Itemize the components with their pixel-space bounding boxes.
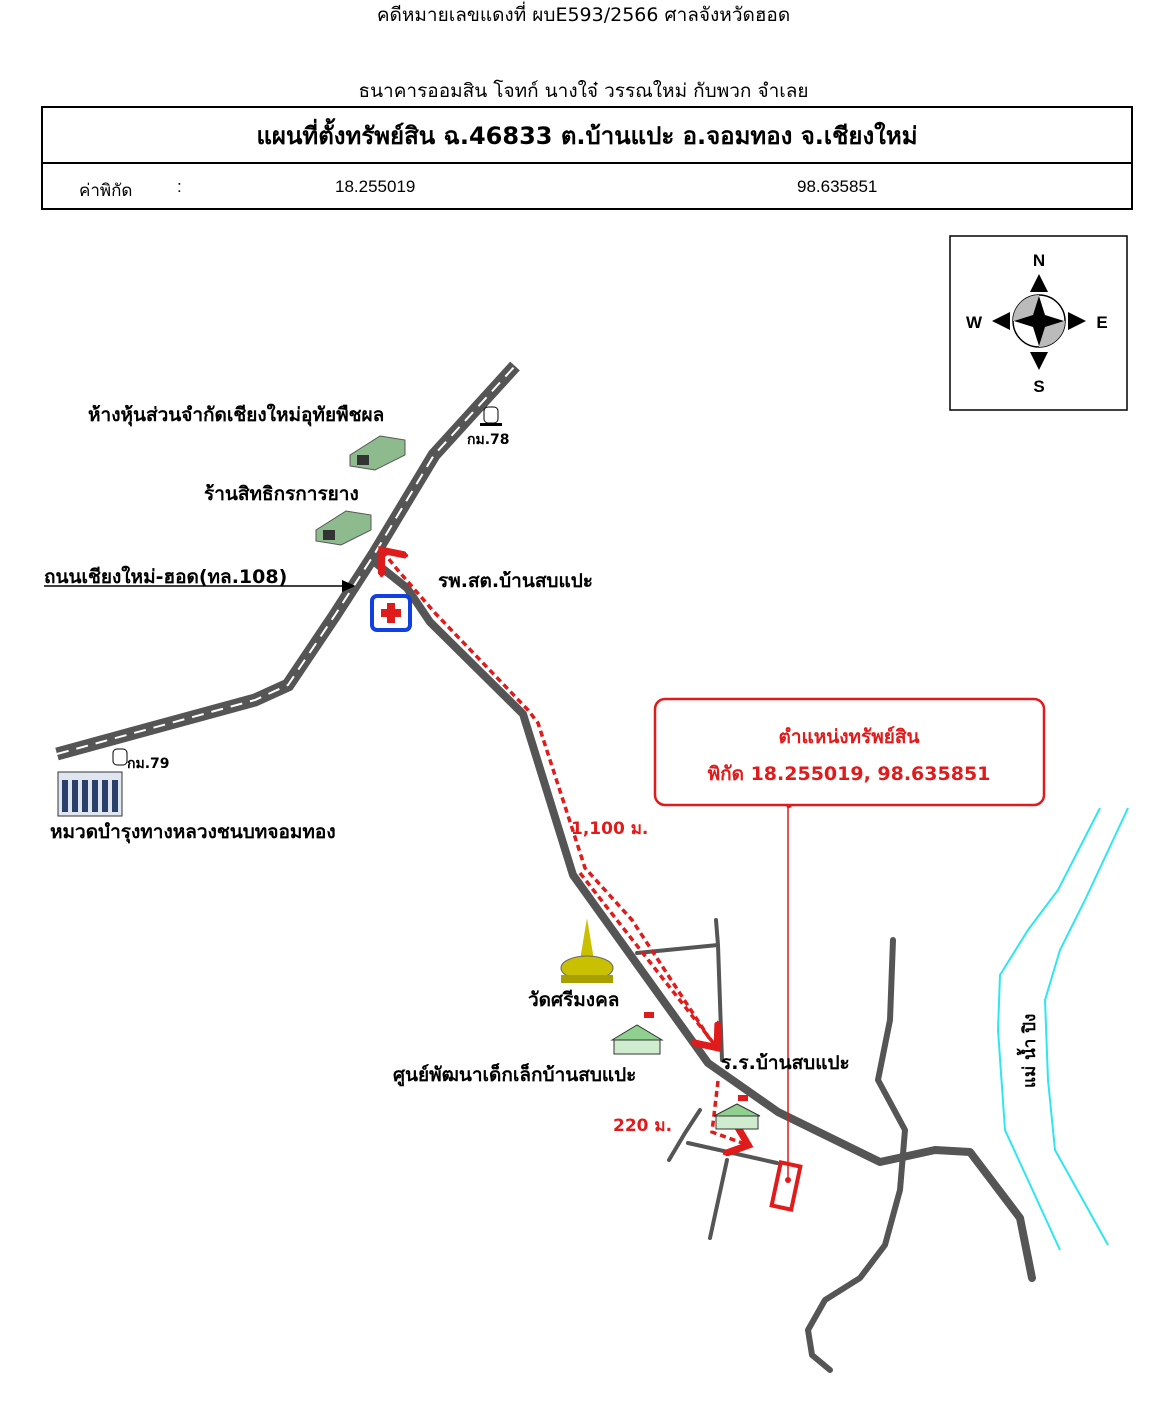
label-child-center: ศูนย์พัฒนาเด็กเล็กบ้านสบแปะ — [393, 1062, 636, 1087]
label-km79: กม.79 — [127, 756, 170, 772]
river — [996, 807, 1129, 1251]
local-roads — [373, 560, 1036, 1373]
distance-1100: 1,100 ม. — [571, 819, 648, 839]
route-path — [384, 553, 745, 1144]
km-marker-icon — [112, 748, 128, 766]
callout-coords: พิกัด 18.255019, 98.635851 — [708, 763, 991, 785]
longitude-value: 98.635851 — [797, 177, 878, 196]
government-building-icon — [57, 771, 123, 817]
school-building-icon — [713, 1095, 761, 1130]
label-health-center: รพ.สต.บ้านสบแปะ — [438, 570, 593, 592]
party-line: ธนาคารออมสิน โจทก์ นางใจ๋ วรรณใหม่ กับพว… — [358, 80, 809, 102]
label-partnership: ห้างหุ้นส่วนจำกัดเชียงใหม่อุทัยพืชผล — [88, 403, 384, 427]
label-rubber-shop: ร้านสิทธิกรการยาง — [204, 483, 359, 505]
highway-108 — [55, 361, 520, 761]
coord-label: ค่าพิกัด — [79, 181, 133, 200]
label-temple: วัดศรีมงคล — [528, 989, 619, 1011]
coordinate-row: ค่าพิกัด : 18.255019 98.635851 — [43, 164, 1131, 210]
label-road-name: ถนนเชียงใหม่-ฮอด(ทล.108) — [44, 565, 287, 588]
temple-stupa-icon — [560, 918, 614, 983]
east-label: E — [1096, 313, 1107, 332]
coord-separator: : — [177, 177, 182, 196]
south-label: S — [1033, 377, 1044, 396]
case-number-line: คดีหมายเลขแดงที่ ผบE593/2566 ศาลจังหวัดฮ… — [376, 4, 791, 26]
label-km78: กม.78 — [467, 432, 510, 448]
info-box: แผนที่ตั้งทรัพย์สิน ฉ.46833 ต.บ้านแปะ อ.… — [41, 106, 1133, 210]
label-school: ร.ร.บ้านสบแปะ — [721, 1052, 850, 1074]
property-marker — [769, 802, 803, 1212]
north-label: N — [1033, 251, 1045, 270]
km-marker-icon — [480, 406, 502, 426]
warehouse-icon — [315, 510, 372, 546]
distance-220: 220 ม. — [613, 1116, 672, 1136]
school-building-icon — [610, 1012, 664, 1055]
west-label: W — [966, 313, 983, 332]
north-arrow-icon — [1030, 274, 1048, 292]
map-title: แผนที่ตั้งทรัพย์สิน ฉ.46833 ต.บ้านแปะ อ.… — [43, 108, 1131, 164]
property-callout: ตำแหน่งทรัพย์สิน พิกัด 18.255019, 98.635… — [653, 697, 1046, 807]
compass-rose: N S E W — [949, 235, 1128, 411]
warehouse-icon — [349, 435, 406, 471]
callout-title: ตำแหน่งทรัพย์สิน — [778, 726, 919, 748]
latitude-value: 18.255019 — [335, 177, 416, 196]
label-river: แม่ น้ำ ปิง — [1016, 1014, 1040, 1088]
label-highway-office: หมวดบำรุงทางหลวงชนบทจอมทอง — [50, 821, 336, 844]
hospital-icon — [370, 594, 412, 632]
